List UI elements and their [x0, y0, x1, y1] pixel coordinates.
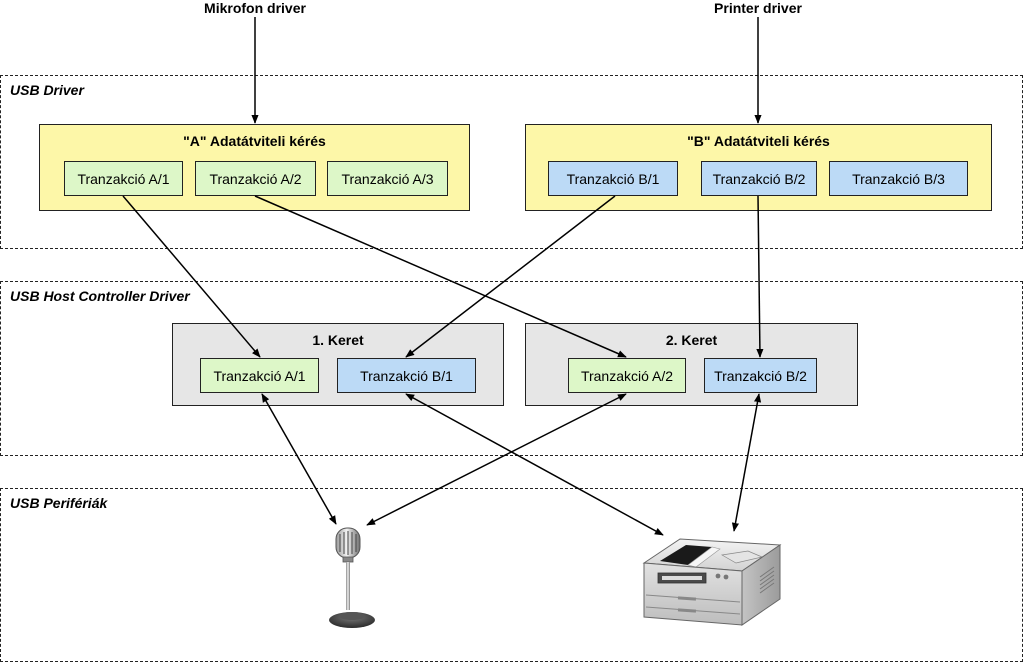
host-controller-layer [0, 281, 1023, 456]
frame-2-tx-a2: Tranzakció A/2 [568, 358, 686, 393]
request-a-tx-3: Tranzakció A/3 [327, 161, 448, 196]
request-b-title: "B" Adatátviteli kérés [687, 133, 830, 149]
printer-icon [642, 538, 782, 626]
frame-1-tx-a1: Tranzakció A/1 [200, 358, 319, 393]
request-a-tx-1: Tranzakció A/1 [64, 161, 183, 196]
printer-driver-label: Printer driver [714, 0, 802, 16]
frame-2-tx-b2: Tranzakció B/2 [704, 358, 817, 393]
peripherals-layer-title: USB Perifériák [10, 495, 108, 511]
usb-driver-layer-title: USB Driver [10, 82, 84, 98]
request-b-tx-2: Tranzakció B/2 [701, 161, 817, 196]
mic-driver-label: Mikrofon driver [204, 0, 306, 16]
frame-1-tx-b1: Tranzakció B/1 [337, 358, 476, 393]
host-controller-layer-title: USB Host Controller Driver [10, 288, 190, 304]
microphone-icon [329, 527, 375, 628]
request-b-tx-1: Tranzakció B/1 [548, 161, 678, 196]
request-a-tx-2: Tranzakció A/2 [195, 161, 316, 196]
request-a-title: "A" Adatátviteli kérés [183, 133, 326, 149]
frame-1-title: 1. Keret [312, 332, 364, 348]
request-b-tx-3: Tranzakció B/3 [829, 161, 968, 196]
peripherals-layer [0, 488, 1023, 662]
frame-2-title: 2. Keret [665, 332, 718, 348]
